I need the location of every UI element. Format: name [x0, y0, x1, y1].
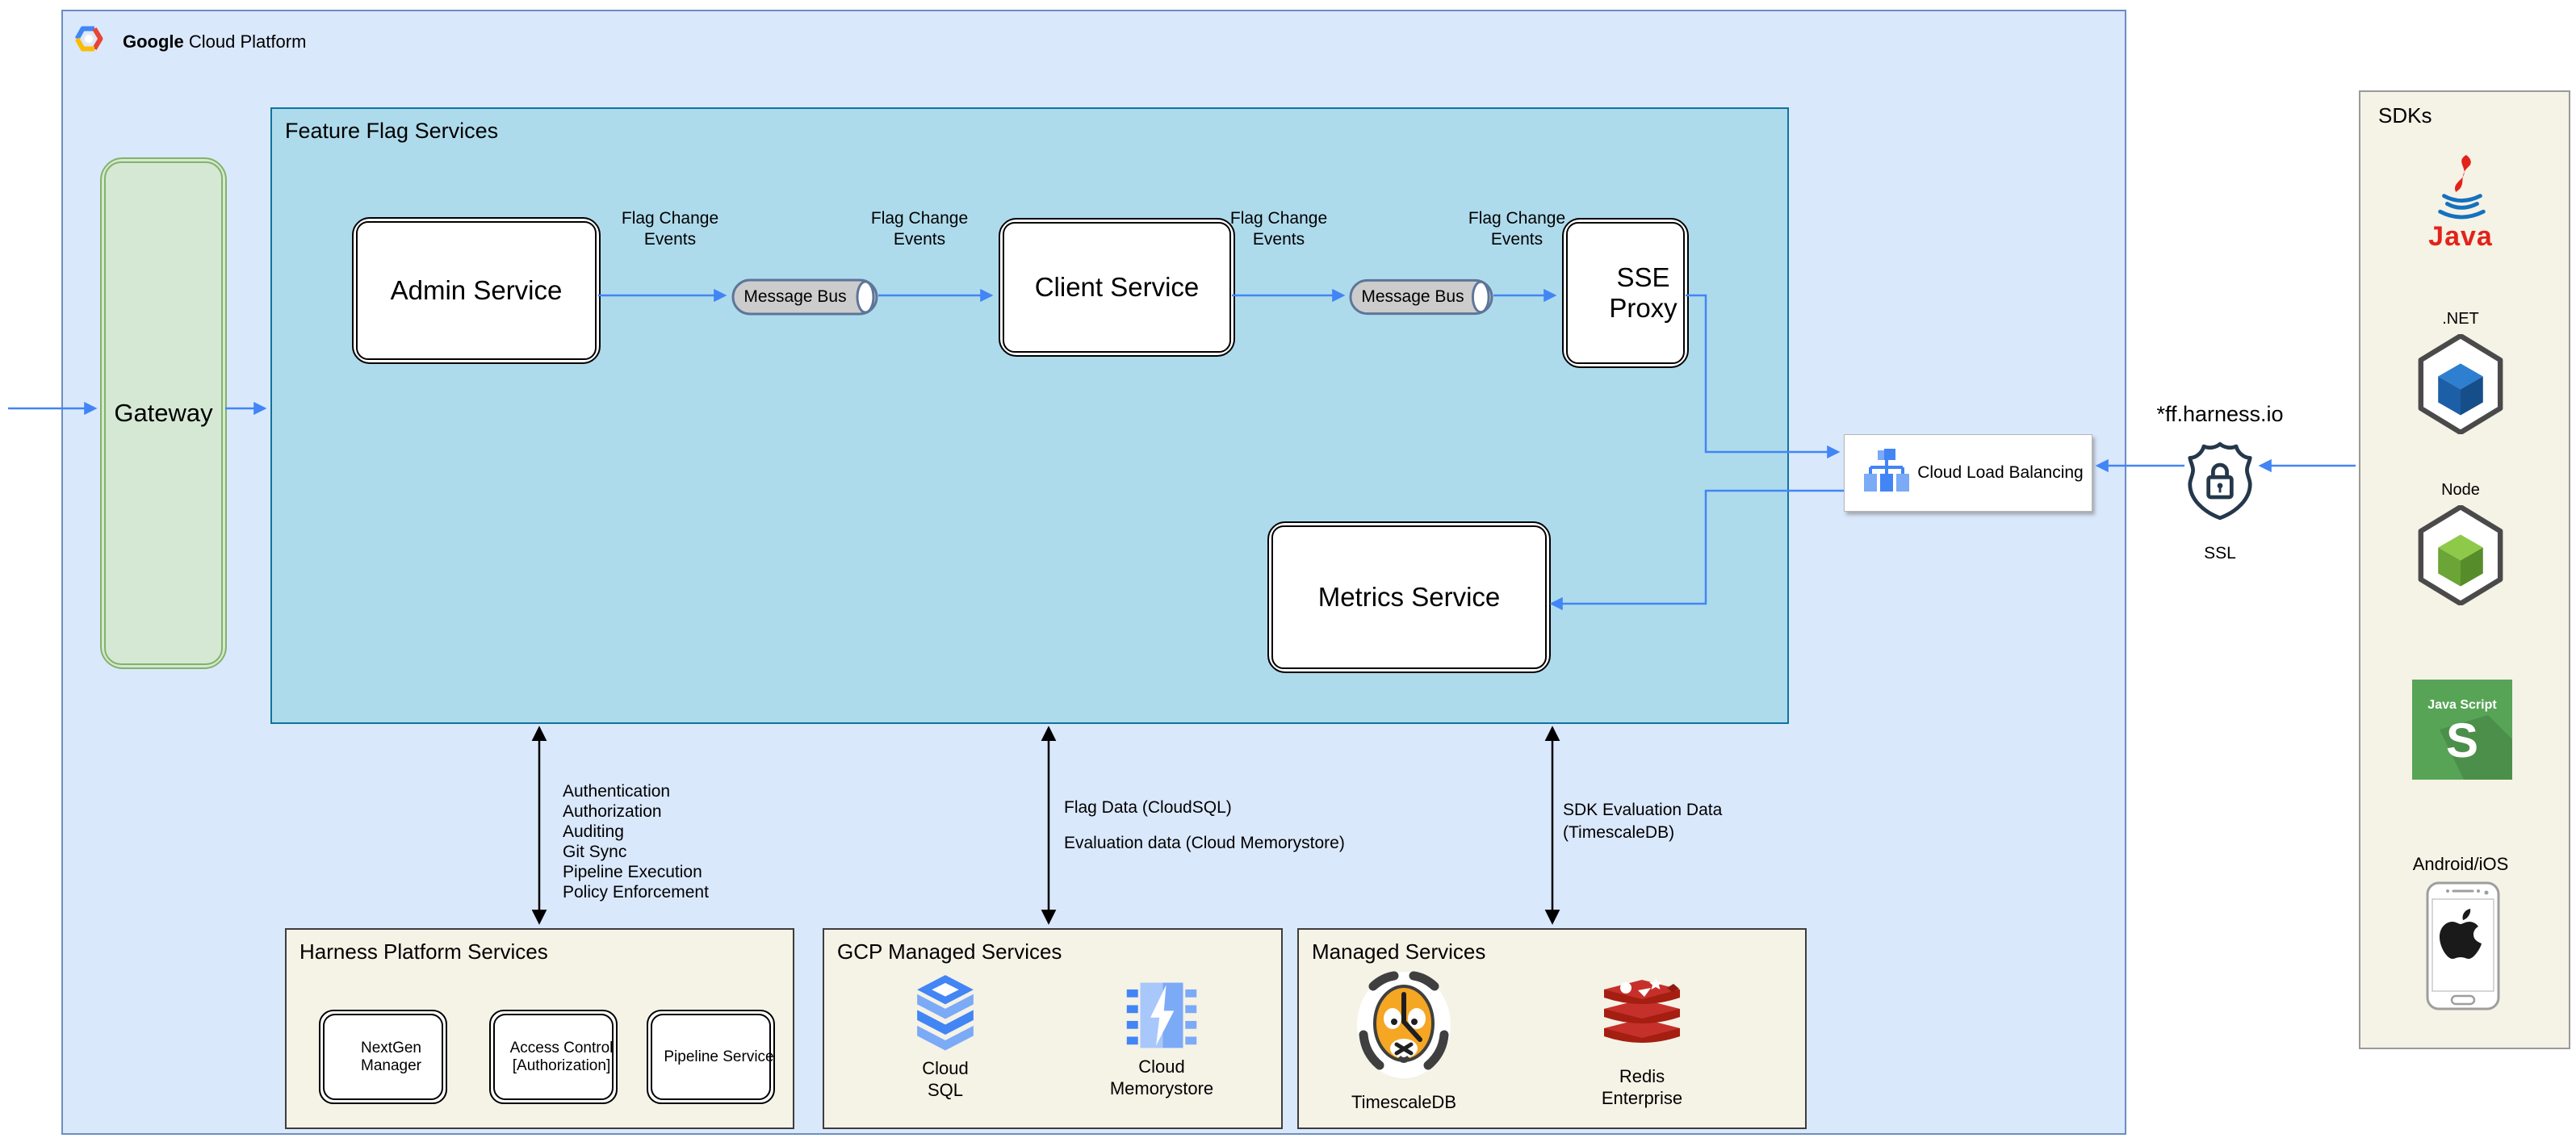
brand-rest: Cloud Platform	[188, 31, 307, 52]
pipeline-service-label: Pipeline Service	[664, 1048, 774, 1065]
gcp-managed-title: GCP Managed Services	[837, 939, 1062, 964]
gcp-managed-panel: GCP Managed Services Cloud SQL	[823, 928, 1283, 1129]
managed-services-panel: Managed Services TimescaleDB	[1297, 928, 1807, 1129]
node-cube-icon	[2417, 505, 2504, 605]
ssl-shield-icon	[2186, 439, 2254, 523]
flag-change-events-label-3: Flag Change Events	[1229, 209, 1328, 249]
admin-service-node: Admin Service	[352, 217, 601, 364]
access-control-node: Access Control [Authorization]	[489, 1010, 618, 1104]
timescaledb-icon	[1355, 970, 1452, 1080]
flag-change-events-label-2: Flag Change Events	[870, 209, 969, 249]
cloud-memorystore-icon	[1125, 980, 1199, 1051]
annotation-line: Auditing	[563, 822, 624, 841]
sdks-title: SDKs	[2378, 103, 2432, 128]
gcp-header-title: Google Cloud Platform	[123, 31, 306, 52]
pipeline-service-node: Pipeline Service	[647, 1010, 775, 1104]
gateway-label: Gateway	[114, 399, 213, 428]
flag-data-annotation: Flag Data (CloudSQL)	[1064, 798, 1232, 817]
javascript-icon: Java Script S	[2412, 680, 2512, 780]
sdk-evaluation-annotation: SDK Evaluation Data (TimescaleDB)	[1563, 801, 1723, 842]
redis-icon	[1598, 978, 1686, 1059]
gcp-logo-icon	[74, 26, 103, 52]
javascript-s-letter: S	[2446, 713, 2478, 768]
java-icon	[2430, 155, 2493, 220]
message-bus-1: Message Bus	[731, 278, 878, 316]
javascript-title-text: Java Script	[2427, 698, 2497, 712]
feature-flag-services-box: Feature Flag Services Admin Service Mess…	[270, 107, 1789, 724]
evaluation-data-annotation: Evaluation data (Cloud Memorystore)	[1064, 834, 1345, 852]
flag-change-events-label-1: Flag Change Events	[621, 209, 719, 249]
nextgen-manager-node: NextGen Manager	[319, 1010, 447, 1104]
harness-platform-title: Harness Platform Services	[299, 939, 548, 964]
client-service-node: Client Service	[999, 218, 1235, 357]
load-balancer-icon	[1864, 448, 1909, 498]
sse-proxy-label: SSE Proxy	[1609, 262, 1678, 323]
sse-proxy-node: SSE Proxy	[1562, 218, 1689, 368]
annotation-line: Authorization	[563, 802, 662, 821]
message-bus-cylinder-icon	[1349, 278, 1493, 316]
annotation-line: Policy Enforcement	[563, 883, 709, 902]
cloud-memorystore-label: Cloud Memorystore	[1109, 1056, 1214, 1098]
mobile-phone-icon	[2426, 881, 2500, 1010]
timescaledb-label: TimescaleDB	[1351, 1092, 1456, 1112]
message-bus-2: Message Bus	[1349, 278, 1493, 316]
ssl-label: SSL	[2204, 544, 2236, 563]
harness-annotation-list: Authentication Authorization Auditing Gi…	[563, 781, 709, 902]
gateway-node: Gateway	[100, 157, 227, 669]
message-bus-2-label: Message Bus	[1361, 287, 1464, 306]
android-ios-label: Android/iOS	[2412, 854, 2509, 874]
annotation-line: Git Sync	[563, 843, 627, 861]
annotation-line: Pipeline Execution	[563, 863, 702, 881]
apple-logo-icon	[2440, 909, 2482, 959]
cloud-sql-icon	[908, 975, 982, 1052]
message-bus-1-label: Message Bus	[743, 287, 847, 306]
client-service-label: Client Service	[1034, 272, 1200, 303]
flag-change-events-label-4: Flag Change Events	[1468, 209, 1566, 249]
nextgen-manager-label: NextGen Manager	[361, 1039, 421, 1074]
node-label: Node	[2441, 481, 2480, 499]
sdks-panel: SDKs Java .NET Node	[2359, 90, 2570, 1049]
access-control-label: Access Control [Authorization]	[509, 1039, 614, 1074]
dotnet-label: .NET	[2442, 310, 2479, 328]
java-label: Java	[2428, 221, 2493, 252]
ffs-title: Feature Flag Services	[285, 119, 499, 143]
annotation-line: Authentication	[563, 782, 671, 801]
cloud-sql-label: Cloud SQL	[922, 1058, 969, 1100]
cloud-load-balancing-box: Cloud Load Balancing	[1844, 434, 2092, 512]
brand-bold: Google	[123, 31, 184, 52]
redis-enterprise-label: Redis Enterprise	[1601, 1066, 1683, 1108]
cloud-load-balancing-label: Cloud Load Balancing	[1917, 463, 2084, 482]
harness-platform-panel: Harness Platform Services NextGen Manage…	[285, 928, 794, 1129]
admin-service-label: Admin Service	[390, 275, 563, 306]
message-bus-cylinder-icon	[731, 278, 878, 316]
metrics-service-label: Metrics Service	[1317, 582, 1501, 613]
metrics-service-node: Metrics Service	[1267, 521, 1551, 673]
dotnet-cube-icon	[2417, 334, 2504, 434]
managed-services-title: Managed Services	[1312, 939, 1486, 964]
ff-harness-domain-label: *ff.harness.io	[2156, 402, 2284, 426]
